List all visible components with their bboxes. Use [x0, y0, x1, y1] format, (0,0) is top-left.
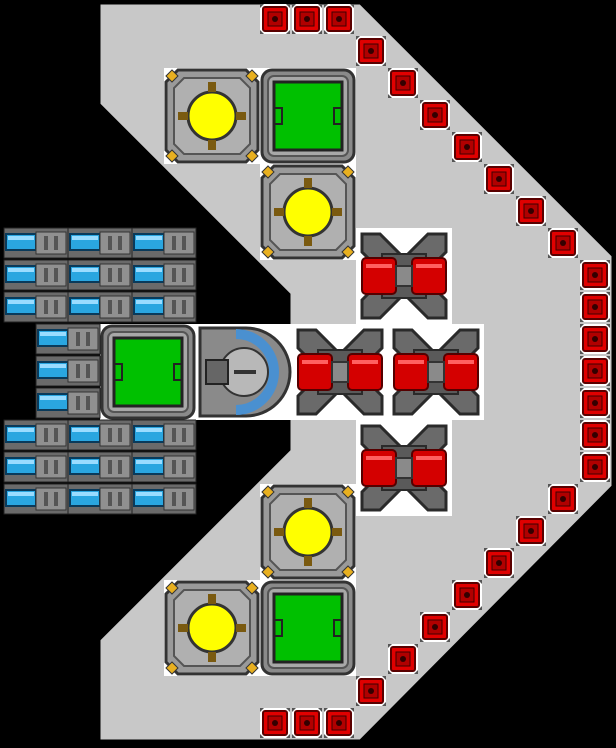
armor-block: [419, 611, 451, 643]
armor-block: [419, 99, 451, 131]
armor-block: [579, 355, 611, 387]
reactor-module: [258, 162, 358, 262]
cargo-bay: [98, 322, 198, 422]
thruster-module: [131, 227, 197, 259]
thruster-module: [67, 451, 133, 483]
armor-block: [579, 323, 611, 355]
armor-block: [547, 227, 579, 259]
armor-block: [323, 707, 355, 739]
thruster-module: [131, 259, 197, 291]
reactor-module: [162, 66, 262, 166]
armor-block: [547, 483, 579, 515]
armor-block: [515, 515, 547, 547]
reactor-module: [258, 482, 358, 582]
cockpit-module: [196, 324, 292, 420]
reactor-module: [162, 578, 262, 678]
armor-block: [483, 547, 515, 579]
cargo-bay: [258, 578, 358, 678]
thruster-module: [3, 291, 69, 323]
thruster-module: [131, 451, 197, 483]
thruster-module: [35, 355, 101, 387]
armor-block: [323, 3, 355, 35]
thruster-module: [3, 451, 69, 483]
weapon-turret: [354, 226, 454, 326]
thruster-module: [67, 259, 133, 291]
thruster-module: [131, 483, 197, 515]
thruster-module: [131, 419, 197, 451]
armor-block: [387, 643, 419, 675]
thruster-module: [3, 483, 69, 515]
thruster-module: [35, 387, 101, 419]
thruster-module: [131, 291, 197, 323]
cargo-bay: [258, 66, 358, 166]
armor-block: [291, 3, 323, 35]
thruster-module: [3, 419, 69, 451]
thruster-module: [67, 227, 133, 259]
armor-block: [355, 675, 387, 707]
armor-block: [579, 387, 611, 419]
armor-block: [451, 579, 483, 611]
armor-block: [259, 707, 291, 739]
armor-block: [355, 35, 387, 67]
armor-block: [579, 259, 611, 291]
armor-block: [259, 3, 291, 35]
thruster-module: [3, 227, 69, 259]
armor-block: [451, 131, 483, 163]
weapon-turret: [290, 322, 390, 422]
thruster-module: [67, 291, 133, 323]
armor-block: [515, 195, 547, 227]
thruster-module: [35, 323, 101, 355]
armor-block: [291, 707, 323, 739]
armor-block: [387, 67, 419, 99]
thruster-module: [3, 259, 69, 291]
thruster-module: [67, 483, 133, 515]
armor-block: [579, 419, 611, 451]
armor-block: [483, 163, 515, 195]
weapon-turret: [354, 418, 454, 518]
weapon-turret: [386, 322, 486, 422]
armor-block: [579, 451, 611, 483]
armor-block: [579, 291, 611, 323]
thruster-module: [67, 419, 133, 451]
